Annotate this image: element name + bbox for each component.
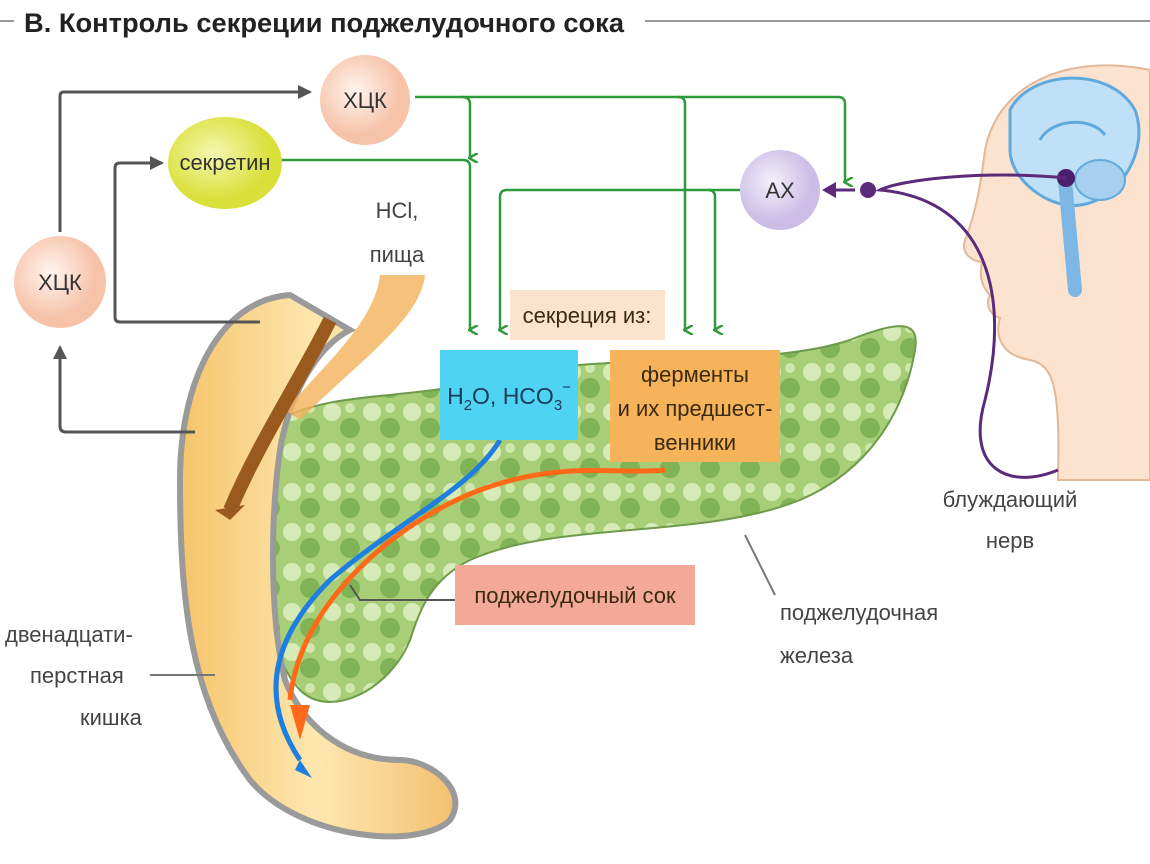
secretion-label: секреция из: <box>523 303 652 328</box>
vagus-arrow-icon <box>822 182 836 198</box>
enzyme-duct-flow <box>287 467 666 701</box>
enzymes-box <box>610 350 780 462</box>
pancreas-label-1: поджелудочная <box>780 600 938 625</box>
enzymes-line-3: венники <box>654 430 736 455</box>
duodenum-label-2: перстная <box>30 663 124 688</box>
bicarbonate-duct-flow <box>273 438 503 762</box>
water-bicarbonate-box <box>440 350 578 440</box>
duodenum-label-1: двенадцати- <box>5 622 133 647</box>
pancreas-leader-line <box>744 534 776 596</box>
water-bicarbonate-label: H2O, HCO3− <box>447 379 571 414</box>
enzymes-line-1: ферменты <box>641 362 749 387</box>
node-secretin: секретин <box>168 117 282 209</box>
synapse-icon <box>860 182 876 198</box>
node-cck-left: ХЦК <box>14 236 106 328</box>
secretion-label-box <box>510 290 665 340</box>
pancreatic-juice-box <box>455 565 695 625</box>
enzymes-line-2: и их предшест- <box>618 396 773 421</box>
stomach-input-illustration <box>285 275 425 420</box>
vagus-nerve-line <box>874 173 1067 479</box>
juice-leader-line <box>349 584 455 601</box>
head-illustration <box>963 64 1150 481</box>
page-title: B. Контроль секреции поджелудочного сока <box>24 8 625 38</box>
svg-text:секретин: секретин <box>179 150 270 175</box>
duodenum-illustration <box>176 291 459 840</box>
pancreatic-juice-label: поджелудочный сок <box>474 583 676 608</box>
svg-text:ХЦК: ХЦК <box>343 88 387 113</box>
feedback-arrows <box>53 85 312 434</box>
hormone-arrows <box>280 95 845 330</box>
svg-text:ХЦК: ХЦК <box>38 270 82 295</box>
chyme-arrow <box>223 316 337 513</box>
stimulus-label-2: пища <box>370 242 425 267</box>
stimulus-label-1: HCl, <box>376 198 419 223</box>
node-ach: АХ <box>740 150 820 230</box>
vagus-label-1: блуждающий <box>943 487 1078 512</box>
pancreas-label-2: железа <box>780 643 854 668</box>
duodenum-label-3: кишка <box>80 705 143 730</box>
svg-text:АХ: АХ <box>765 178 795 203</box>
vagus-label-2: нерв <box>986 528 1034 553</box>
node-cck-top: ХЦК <box>320 55 410 145</box>
